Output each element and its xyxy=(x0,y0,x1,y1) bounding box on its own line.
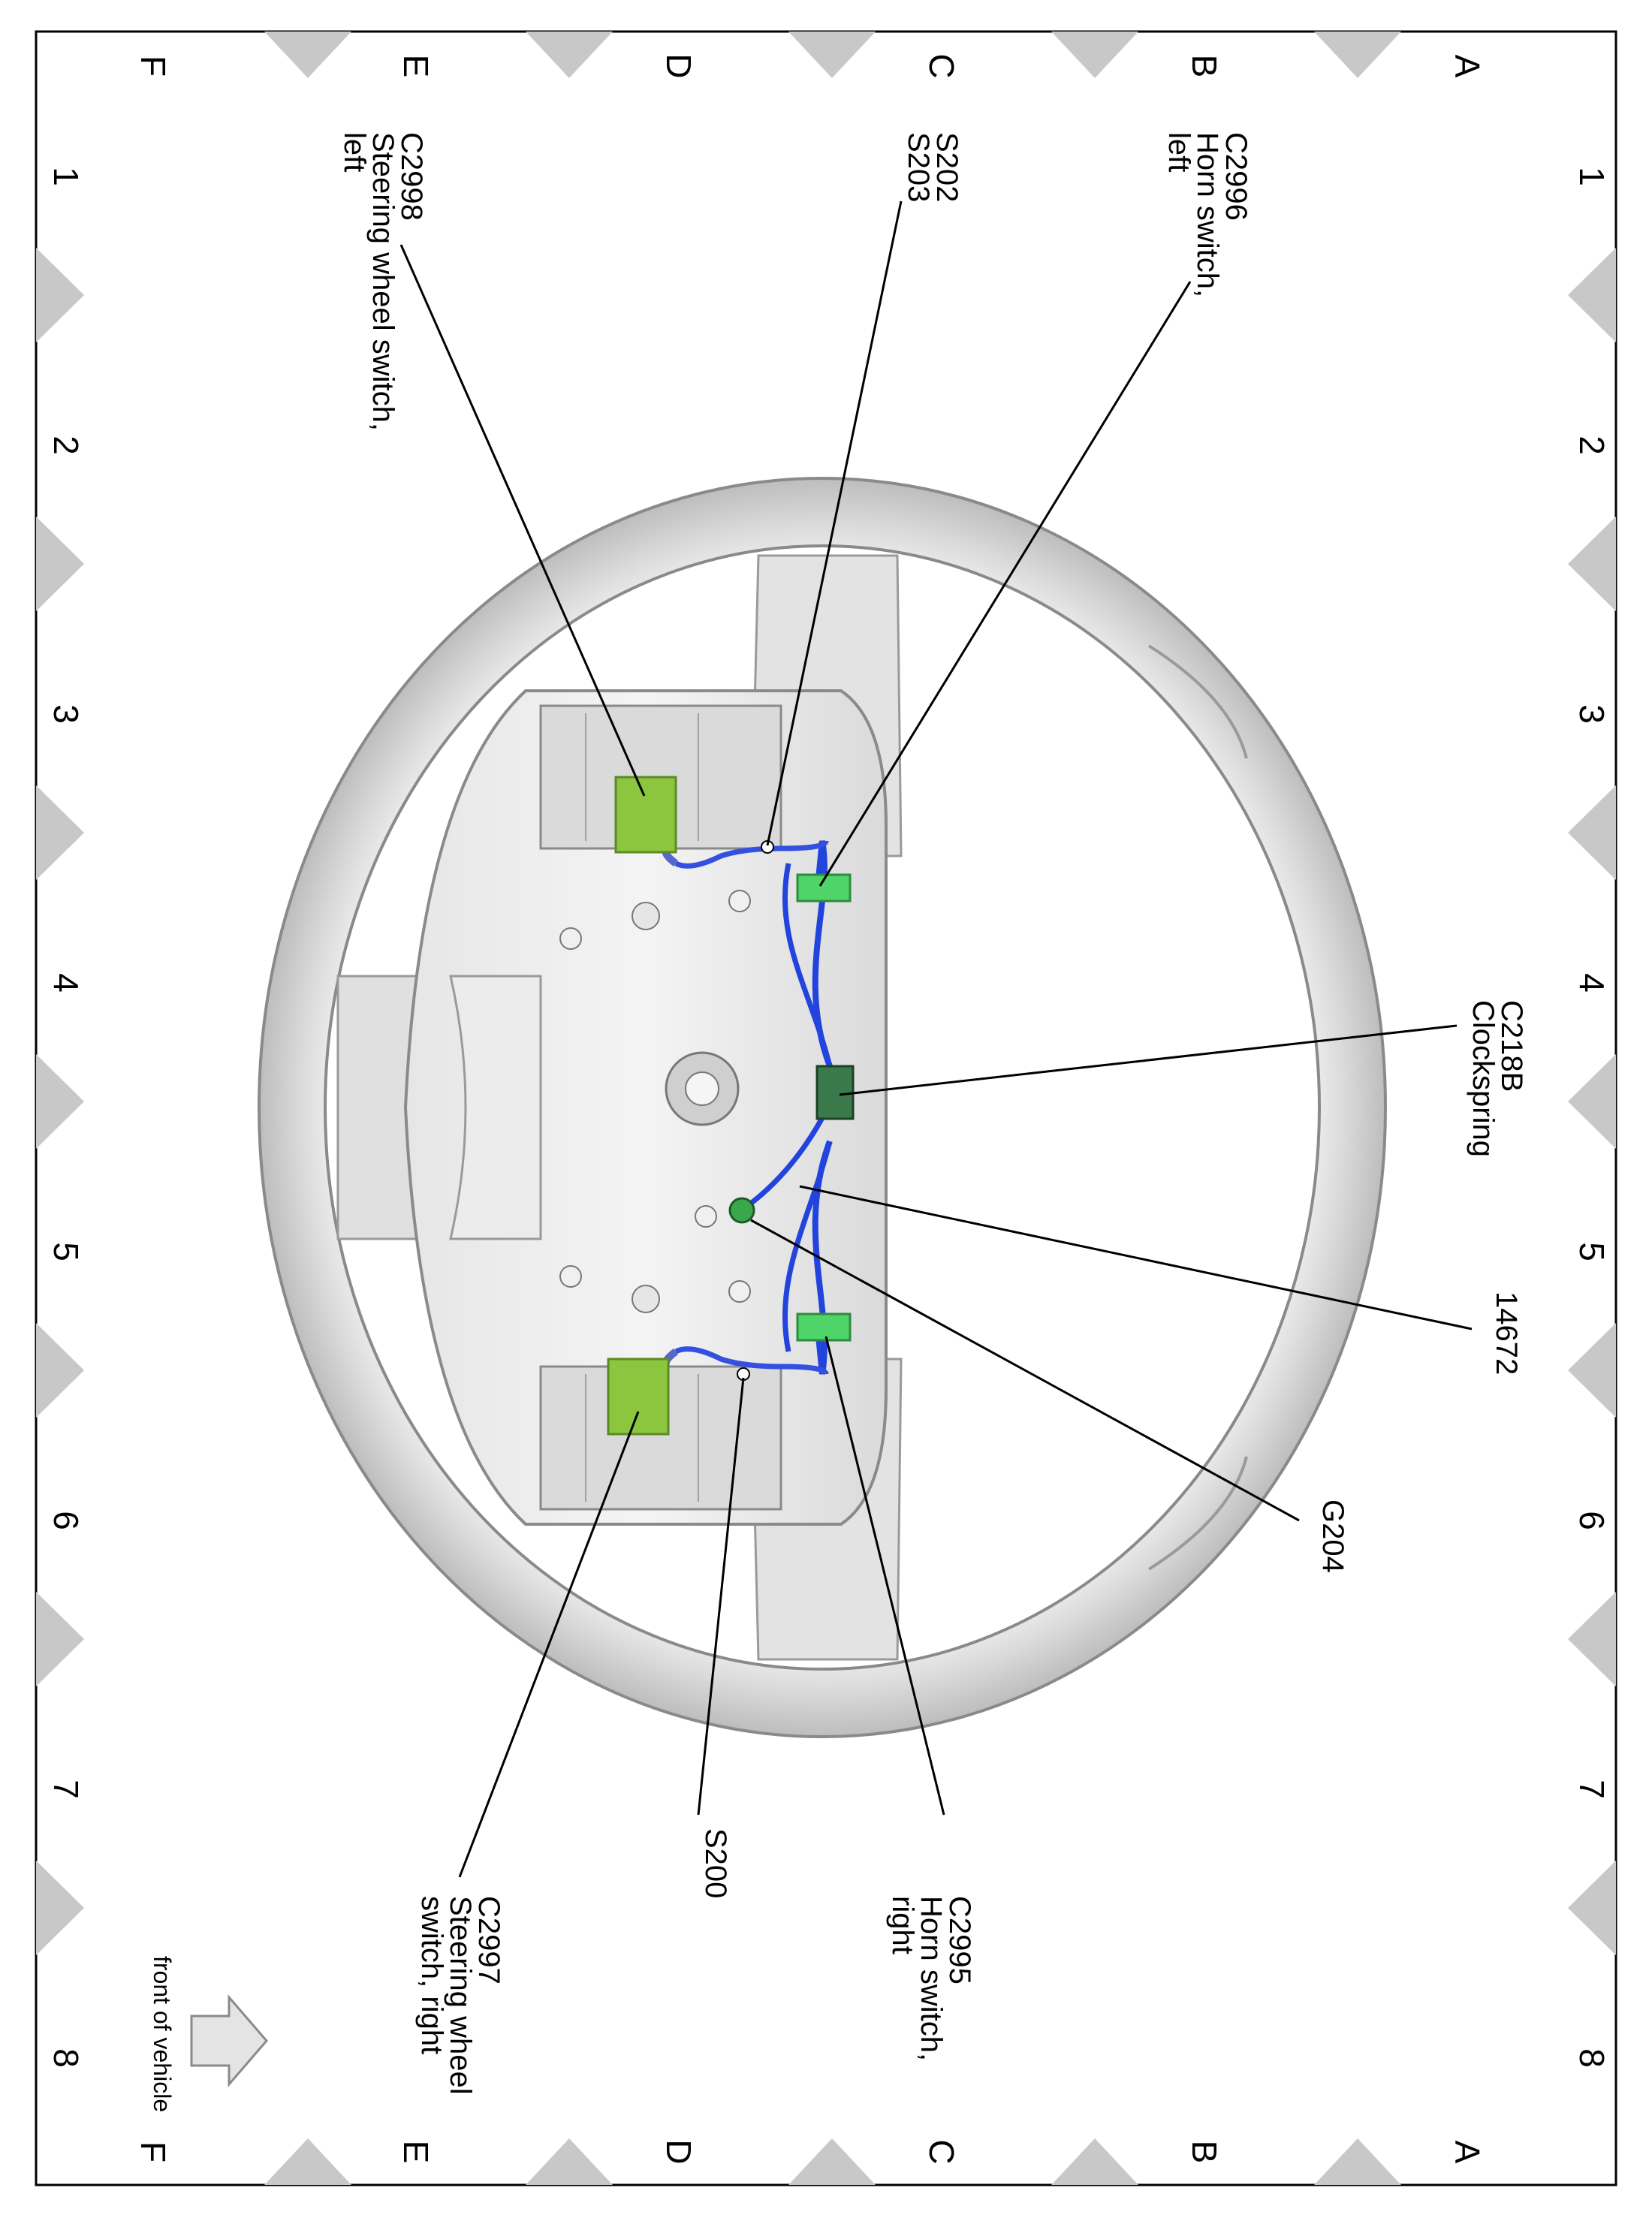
grid-row-label: D xyxy=(659,53,698,78)
front-arrow-icon xyxy=(190,1993,268,2088)
callout-line: switch, right xyxy=(415,1896,448,2054)
callout-line: Horn switch, xyxy=(915,1896,948,2061)
grid-row-label: A xyxy=(1448,55,1487,78)
grid-column-label: 6 xyxy=(1572,1511,1611,1530)
grid-column-label: 1 xyxy=(47,167,86,186)
grid-row-label: C xyxy=(922,2139,961,2164)
grid-column-label: 3 xyxy=(47,704,86,724)
callout-line: right xyxy=(886,1896,919,1954)
front-of-vehicle-indicator: front of vehicle xyxy=(149,1956,268,2112)
connector-c2995 xyxy=(796,1312,852,1342)
callout-line: Steering wheel xyxy=(444,1896,477,2095)
grid-row-label: F xyxy=(134,2141,173,2162)
grid-column-label: 5 xyxy=(47,1242,86,1261)
grid-column-label: 8 xyxy=(47,2048,86,2068)
callout-line: G204 xyxy=(1316,1499,1349,1573)
callout-s202-s203: S202 S203 xyxy=(902,132,963,202)
connector-c218b xyxy=(815,1065,855,1120)
grid-column-label: 6 xyxy=(47,1511,86,1530)
callout-line: S202 xyxy=(930,132,963,202)
grid-row-label: E xyxy=(396,55,436,78)
grid-column-label: 8 xyxy=(1572,2048,1611,2068)
callout-g204: G204 xyxy=(1316,1499,1349,1573)
connector-c2996 xyxy=(796,873,852,903)
grid-column-label: 5 xyxy=(1572,1242,1611,1261)
grid-column-labels-right: 1 2 3 4 5 6 7 8 xyxy=(1572,167,1611,2068)
callout-line: S200 xyxy=(699,1828,732,1898)
grid-column-label: 3 xyxy=(1572,704,1611,724)
airbag-cavity xyxy=(449,975,542,1240)
callout-line: Steering wheel switch, xyxy=(366,132,399,431)
connector-c2997 xyxy=(607,1358,670,1436)
grid-column-label: 4 xyxy=(1572,973,1611,993)
callout-line: C2996 xyxy=(1219,132,1253,221)
grid-row-label: D xyxy=(659,2139,698,2164)
grid-column-label: 4 xyxy=(47,973,86,993)
grid-column-label: 7 xyxy=(47,1780,86,1799)
callout-14672: 14672 xyxy=(1490,1291,1523,1375)
grid-row-label: B xyxy=(1185,2141,1224,2164)
connector-c2998 xyxy=(614,776,677,854)
grid-row-labels-bottom: A B C D E F xyxy=(134,2139,1487,2164)
grid-column-label: 7 xyxy=(1572,1780,1611,1799)
callout-line: Clockspring xyxy=(1467,1000,1500,1157)
grid-column-label: 1 xyxy=(1572,167,1611,186)
grid-column-label: 2 xyxy=(1572,435,1611,455)
callout-line: C2997 xyxy=(472,1896,505,1984)
connectors xyxy=(607,776,855,1436)
grid-row-label: E xyxy=(396,2141,436,2164)
callout-line: Horn switch, xyxy=(1191,132,1224,297)
callout-s200: S200 xyxy=(699,1828,732,1898)
steering-wheel-hub xyxy=(403,689,888,1526)
grid-column-label: 2 xyxy=(47,435,86,455)
grid-row-label: F xyxy=(134,56,173,77)
callout-line: 14672 xyxy=(1490,1291,1523,1375)
grid-row-label: A xyxy=(1448,2141,1487,2164)
callout-c218b: C218B Clockspring xyxy=(1467,1000,1528,1157)
callout-line: left xyxy=(338,132,371,172)
leader-lines xyxy=(399,200,1473,1878)
callout-c2998: C2998 Steering wheel switch, left xyxy=(338,132,428,431)
grid-column-labels-left: 1 2 3 4 5 6 7 8 xyxy=(47,167,86,2068)
grid-row-label: B xyxy=(1185,55,1224,78)
callout-c2995: C2995 Horn switch, right xyxy=(886,1896,976,2061)
callout-line: S203 xyxy=(902,132,935,202)
callout-c2996: C2996 Horn switch, left xyxy=(1162,132,1253,297)
right-switch-pod xyxy=(539,1365,782,1511)
callout-line: C2998 xyxy=(395,132,428,221)
front-of-vehicle-label: front of vehicle xyxy=(149,1956,176,2112)
callout-line: C2995 xyxy=(943,1896,976,1984)
callout-line: C218B xyxy=(1495,1000,1528,1092)
ground-g204 xyxy=(728,1197,755,1224)
callout-line: left xyxy=(1162,132,1195,172)
grid-row-labels-top: A B C D E F xyxy=(134,53,1487,78)
grid-row-label: C xyxy=(922,53,961,78)
callout-c2997: C2997 Steering wheel switch, right xyxy=(415,1896,505,2095)
grid-markers xyxy=(36,32,1616,2185)
